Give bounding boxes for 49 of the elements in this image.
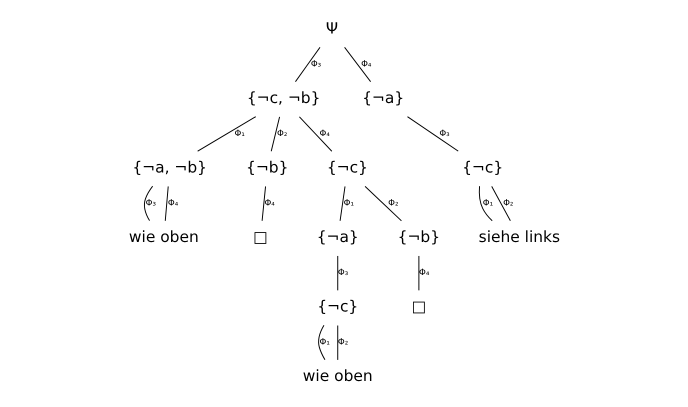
node-text: siehe links: [478, 228, 560, 246]
edge-label: Φ₄: [319, 129, 330, 140]
node-text: {¬b}: [397, 228, 440, 246]
node-text: {¬c}: [316, 298, 358, 316]
connector: [418, 255, 419, 291]
edge-label: Φ₁: [234, 129, 244, 140]
connector: [344, 46, 371, 82]
node-text: {¬c, ¬b}: [246, 88, 320, 107]
connector: [490, 186, 510, 222]
connector: [196, 116, 256, 152]
node-text: {¬c}: [462, 158, 503, 176]
node-text: {¬a}: [316, 228, 358, 246]
connector: [478, 186, 492, 222]
node-text: Ψ: [325, 19, 338, 38]
node-text: {¬b}: [246, 158, 288, 176]
node-text: wie oben: [128, 228, 198, 246]
edge-label: Φ₃: [310, 60, 321, 70]
node-text: □: [411, 298, 426, 316]
edge-label: Φ₃: [337, 268, 348, 278]
connector: [339, 186, 345, 222]
edge-label: Φ₃: [438, 129, 450, 140]
edge-label: Φ₁: [482, 198, 493, 209]
edge-label: Φ₄: [418, 268, 429, 278]
node-text: wie oben: [302, 367, 372, 386]
edge-label: Φ₂: [388, 198, 398, 209]
connector: [336, 325, 338, 360]
connector: [164, 186, 168, 222]
connector: [406, 116, 458, 152]
connector: [294, 46, 320, 82]
connector: [270, 116, 280, 152]
edge-label: Φ₂: [276, 129, 287, 140]
connector: [298, 116, 332, 152]
connector: [143, 186, 153, 222]
node-text: {¬a}: [362, 88, 404, 107]
node-text: {¬a, ¬b}: [132, 158, 206, 176]
edge-label: Φ₄: [167, 198, 178, 209]
edge-label: Φ₂: [337, 338, 348, 348]
edge-label: Φ₁: [343, 198, 354, 209]
connector: [336, 255, 338, 291]
edge-label: Φ₃: [145, 198, 156, 209]
connector: [318, 324, 325, 360]
node-text: □: [252, 228, 268, 246]
node-text: {¬c}: [326, 158, 368, 176]
edge-label: Φ₄: [264, 198, 274, 209]
connector: [364, 186, 402, 222]
edge-label: Φ₂: [502, 198, 513, 209]
connector: [261, 186, 266, 222]
edge-label: Φ₁: [319, 338, 330, 348]
edge-label: Φ₄: [360, 60, 371, 70]
